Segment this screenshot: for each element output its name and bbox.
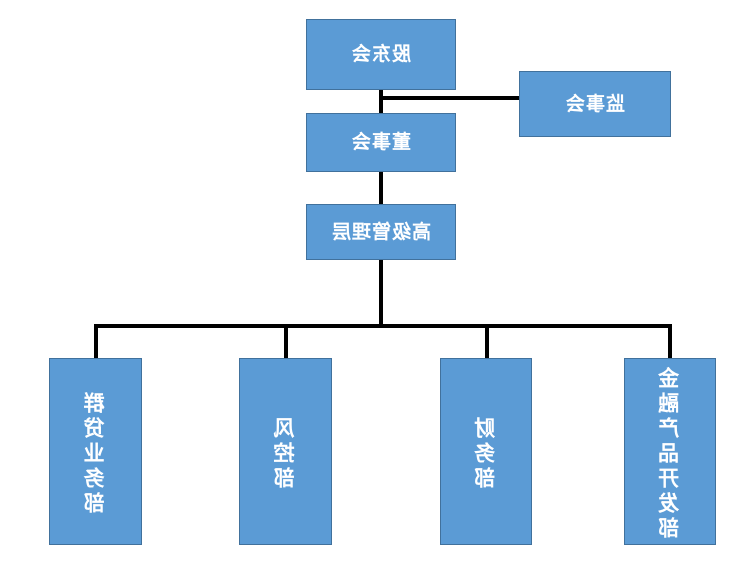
node-dept-group-loan-business[interactable]: 群贷业务部 xyxy=(49,358,142,545)
connector-management-trunk xyxy=(379,260,383,326)
connector-drop-dept-2 xyxy=(485,324,489,360)
connector-directors-to-management xyxy=(379,172,383,204)
node-board-of-directors[interactable]: 董事会 xyxy=(306,113,456,172)
connector-drop-dept-1 xyxy=(668,324,672,360)
connector-drop-dept-4 xyxy=(94,324,98,360)
connector-drop-dept-3 xyxy=(284,324,288,360)
node-board-of-supervisors[interactable]: 监事会 xyxy=(519,71,671,137)
node-dept-financial-product-development[interactable]: 金融产品开发部 xyxy=(624,358,716,545)
connector-supervisors-to-trunk xyxy=(379,96,519,100)
node-shareholders-meeting[interactable]: 股东会 xyxy=(306,19,456,90)
connector-departments-bus xyxy=(94,324,672,328)
node-senior-management[interactable]: 高级管理层 xyxy=(306,204,456,260)
node-dept-finance[interactable]: 财务部 xyxy=(440,358,532,545)
node-dept-risk-control[interactable]: 风控部 xyxy=(239,358,332,545)
